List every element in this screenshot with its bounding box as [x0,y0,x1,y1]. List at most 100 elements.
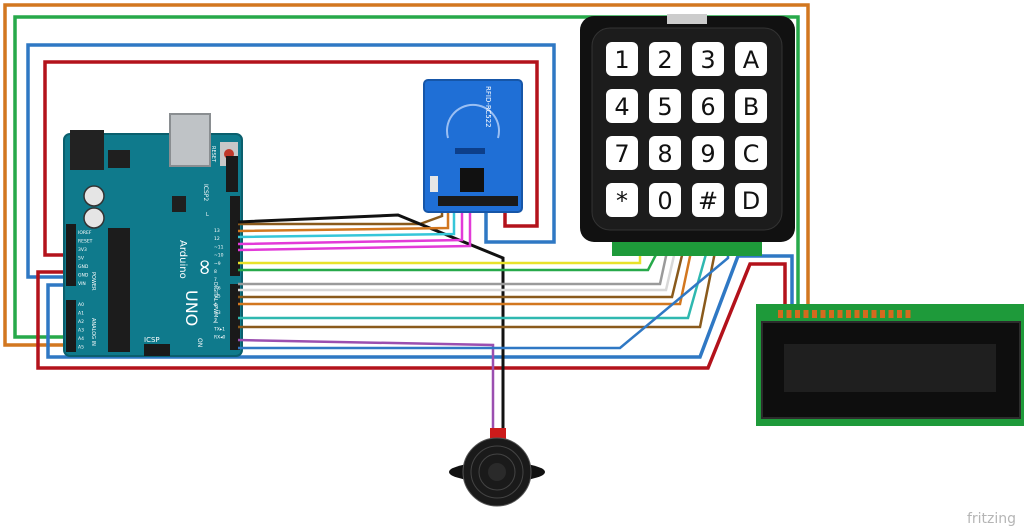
lcd-screen [784,344,996,392]
keypad-key-label: 6 [700,93,715,121]
icsp-label: ICSP [144,336,160,344]
svg-text:∞: ∞ [192,258,217,276]
pin-label: 2 [214,318,217,324]
keypad-key-label: 2 [657,46,672,74]
lcd-pin [905,310,911,318]
arduino-model-label: UNO [182,290,201,326]
wire-gray-keypad [238,246,670,286]
pin-label: GND [78,273,89,279]
wire-orange-keypad [238,246,694,306]
reset-label: RESET [210,146,216,163]
pin-label: VIN [78,281,86,287]
pin-label: ~3 [214,310,221,316]
rfid-label: RFID-RC522 [484,86,492,128]
keypad-key-label: 7 [614,140,629,168]
keypad-key-label: D [742,187,760,215]
keypad-key: 9 [692,136,724,170]
lcd-pin [837,310,843,318]
digital-label: DIGITAL (PWM~) [212,282,218,324]
pin-label: IOREF [78,230,92,236]
pin-label: ~6 [214,285,221,291]
lcd-pin [863,310,868,318]
buzzer [449,428,545,507]
keypad-key: 1 [606,42,638,76]
keypad-key-label: C [743,140,760,168]
pin-label: A5 [78,345,84,351]
wire-brown-keypad [238,246,686,299]
keypad-key: # [692,183,724,217]
pin-label: 7 [214,277,217,283]
icsp2-label: ICSP2 [202,184,209,201]
lcd-pin [888,310,894,318]
keypad-key: 2 [649,42,681,76]
keypad-key-label: 9 [700,140,715,168]
pin-label: 4 [214,302,217,308]
pin-label: ~11 [214,244,224,250]
analog-label: ANALOG IN [90,318,96,346]
pin-label: 5V [78,256,85,262]
keypad-key: 4 [606,89,638,123]
keypad-key: 7 [606,136,638,170]
wire-purple-buzzer [237,338,495,440]
pin-label: GND [78,264,89,270]
wire-white-keypad [238,246,678,292]
wire-blue-rfid [26,43,556,279]
pin-label: ~9 [214,261,221,267]
wire-brown2-keypad [238,246,718,329]
pin-label: A0 [78,302,84,308]
pin-label: A3 [78,328,84,334]
pin-label: ~5 [214,294,221,300]
keypad-key-label: 0 [657,187,672,215]
wire-green-outer [13,15,800,339]
on-label: ON [196,338,203,347]
lcd-pin [786,310,792,318]
lcd-pin [880,310,885,318]
atmega-chip [108,228,130,352]
l-led-label: L [206,212,209,218]
wire-cyan-rfid [237,205,456,239]
power-label: POWER [90,272,96,291]
pin-label: TX▸1 [213,326,225,332]
pin-label: A1 [78,311,84,317]
wire-red-rfid [43,60,539,257]
pin-label: 8 [214,269,217,275]
fritzing-watermark: fritzing [966,511,1016,527]
keypad-key-label: A [743,46,760,74]
lcd-16x2-display [756,304,1024,426]
lcd-pin [812,310,817,318]
wire-red-lcd [36,262,787,370]
keypad-key-label: B [743,93,759,121]
pin-label: 12 [214,236,220,242]
lcd-pin [803,310,809,318]
keypad-key-label: 8 [657,140,672,168]
wire-green-keypad [238,246,662,272]
rfid-rc522-module: RFID-RC522 [423,79,523,213]
keypad-key: 8 [649,136,681,170]
keypad-key-label: * [616,187,628,215]
usb-port [169,113,211,167]
lcd-pin [820,310,826,318]
keypad-key: D [735,183,767,217]
pin-label: RESET [78,239,93,245]
analog-header [66,300,76,352]
keypad-key-label: 5 [657,93,672,121]
digital-header-low [230,284,240,350]
pin-label: RX◂0 [214,335,225,341]
keypad-key: C [735,136,767,170]
pin-label: A4 [78,336,84,342]
arduino-uno-board: ∞ Arduino UNO ICSP ICSP2 RESET ON DIGITA… [63,113,243,357]
arduino-brand-label: Arduino [177,240,188,279]
lcd-pin [854,310,860,318]
pin-label: 3V3 [78,247,87,253]
lcd-pin [871,310,877,318]
digital-header-high [230,196,240,276]
keypad-key: 6 [692,89,724,123]
keypad-connector [612,242,762,256]
rfid-header [438,196,518,206]
keypad-key: 0 [649,183,681,217]
wire-orange-outer [3,3,810,347]
wire-teal-keypad [238,246,710,320]
wire-magenta-1 [237,205,464,246]
lcd-pin [778,310,783,318]
